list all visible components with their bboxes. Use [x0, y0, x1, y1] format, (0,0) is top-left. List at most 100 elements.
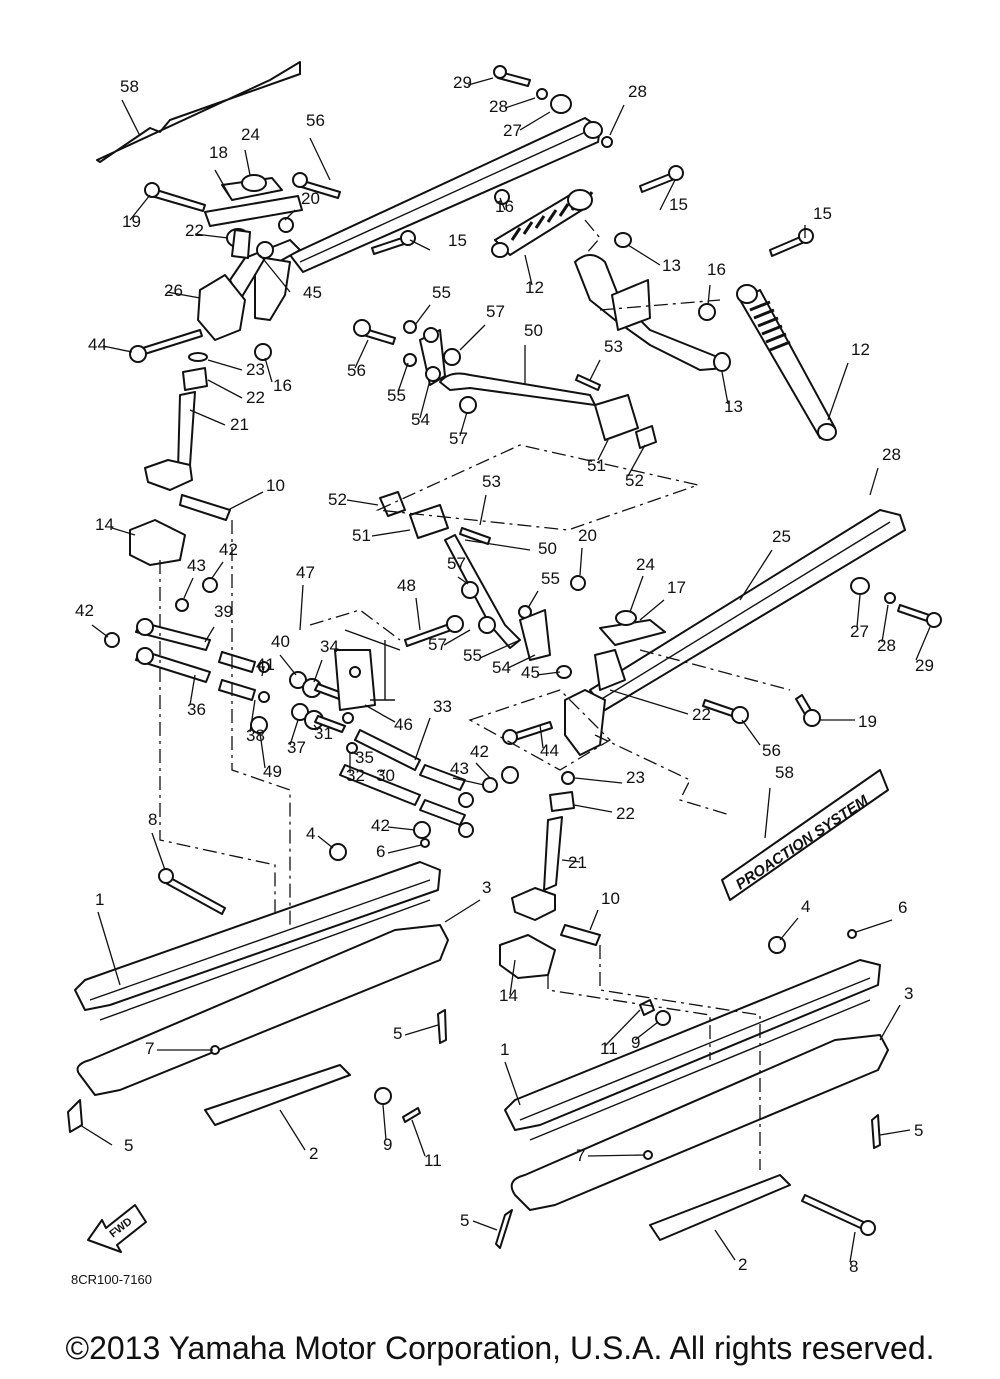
callout-56: 56 [762, 741, 781, 760]
callout-17: 17 [667, 578, 686, 597]
callout-18: 18 [209, 143, 228, 162]
callout-9: 9 [383, 1135, 392, 1154]
callout-50: 50 [524, 321, 543, 340]
callout-43: 43 [450, 759, 469, 778]
callout-27: 27 [503, 121, 522, 140]
badge-text: PROACTION SYSTEM [733, 792, 872, 894]
callout-2: 2 [309, 1144, 318, 1163]
exploded-parts-diagram: PROACTION SYSTEM [67, 61, 942, 1287]
callout-26: 26 [164, 281, 183, 300]
callout-52: 52 [625, 471, 644, 490]
callout-57: 57 [449, 429, 468, 448]
callout-33: 33 [433, 697, 452, 716]
callout-8: 8 [849, 1257, 858, 1276]
callout-3: 3 [482, 878, 491, 897]
callout-44: 44 [88, 335, 107, 354]
callout-38: 38 [246, 726, 265, 745]
callout-47: 47 [296, 563, 315, 582]
callout-28: 28 [877, 636, 896, 655]
callout-57: 57 [486, 302, 505, 321]
callout-12: 12 [851, 340, 870, 359]
callout-52: 52 [328, 490, 347, 509]
stabilizer-link-lower [379, 491, 551, 661]
callout-37: 37 [287, 738, 306, 757]
callout-51: 51 [352, 526, 371, 545]
callout-57: 57 [428, 635, 447, 654]
callout-43: 43 [187, 556, 206, 575]
callout-27: 27 [850, 622, 869, 641]
callout-16: 16 [273, 376, 292, 395]
callout-42: 42 [470, 742, 489, 761]
callout-55: 55 [541, 569, 560, 588]
callout-21: 21 [230, 415, 249, 434]
callout-7: 7 [145, 1039, 154, 1058]
callout-53: 53 [604, 337, 623, 356]
callout-9: 9 [631, 1033, 640, 1052]
callout-56: 56 [347, 361, 366, 380]
right-ski [495, 929, 889, 1249]
callout-23: 23 [246, 360, 265, 379]
center-plate [334, 629, 401, 711]
callout-12: 12 [525, 278, 544, 297]
callout-39: 39 [214, 602, 233, 621]
decal-58-top [96, 61, 301, 163]
callout-6: 6 [898, 898, 907, 917]
callout-51: 51 [587, 456, 606, 475]
callout-14: 14 [499, 986, 518, 1005]
callout-22: 22 [246, 388, 265, 407]
callout-29: 29 [453, 73, 472, 92]
spindle-lower [499, 791, 671, 1026]
upper-left-arm [197, 117, 601, 341]
callout-15: 15 [813, 204, 832, 223]
callout-42: 42 [371, 816, 390, 835]
callout-44: 44 [540, 741, 559, 760]
callout-6: 6 [376, 842, 385, 861]
callout-24: 24 [636, 555, 655, 574]
right-shock-absorber [736, 284, 837, 441]
callout-30: 30 [376, 766, 395, 785]
shock-bracket [574, 232, 731, 372]
alignment-lines [159, 219, 791, 1170]
callout-57: 57 [447, 554, 466, 573]
callout-54: 54 [411, 410, 430, 429]
copyright-notice: ©2013 Yamaha Motor Corporation, U.S.A. A… [65, 1330, 935, 1366]
diagram-code: 8CR100-7160 [71, 1272, 152, 1287]
callout-28: 28 [489, 97, 508, 116]
callout-29: 29 [915, 656, 934, 675]
callout-32: 32 [346, 766, 365, 785]
callout-24: 24 [241, 125, 260, 144]
callout-21: 21 [568, 853, 587, 872]
callout-41: 41 [256, 655, 275, 674]
radius-rods-left [104, 577, 270, 703]
callout-15: 15 [669, 195, 688, 214]
callout-45: 45 [303, 283, 322, 302]
callout-10: 10 [266, 476, 285, 495]
callout-36: 36 [187, 700, 206, 719]
callout-5: 5 [914, 1121, 923, 1140]
callout-16: 16 [707, 260, 726, 279]
callout-14: 14 [95, 515, 114, 534]
callout-58: 58 [120, 77, 139, 96]
callout-55: 55 [432, 283, 451, 302]
spindle-upper [144, 229, 251, 521]
callout-46: 46 [394, 715, 413, 734]
radius-rods-center [339, 712, 519, 839]
callout-19: 19 [858, 712, 877, 731]
callout-10: 10 [601, 889, 620, 908]
callout-13: 13 [724, 397, 743, 416]
callout-49: 49 [263, 762, 282, 781]
callout-1: 1 [95, 890, 104, 909]
callout-31: 31 [314, 724, 333, 743]
ski-bracket-upper [129, 519, 186, 566]
rod-ends [250, 671, 346, 734]
callout-11: 11 [600, 1039, 618, 1058]
callout-28: 28 [628, 82, 647, 101]
callout-19: 19 [122, 212, 141, 231]
callout-42: 42 [219, 540, 238, 559]
leader-lines [79, 77, 931, 1263]
callout-50: 50 [538, 539, 557, 558]
fwd-arrow-icon: FWD [87, 1204, 147, 1253]
callout-54: 54 [492, 658, 511, 677]
callout-16: 16 [495, 197, 514, 216]
